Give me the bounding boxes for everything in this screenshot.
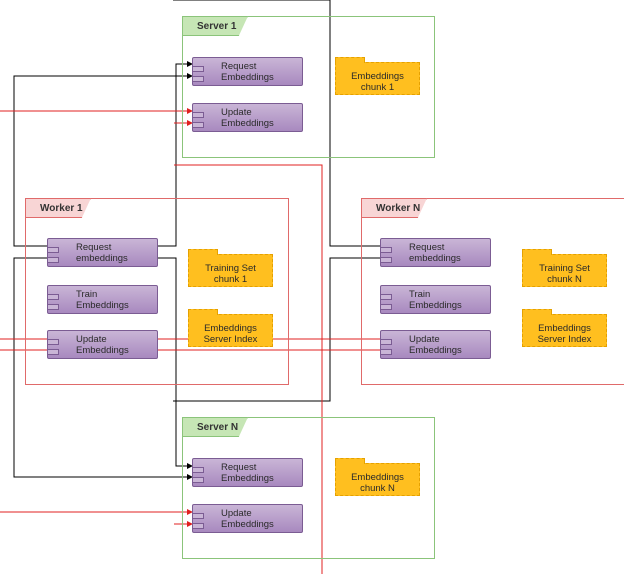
worker-n-frame [361,198,624,385]
worker-1-training-set: Training Set chunk 1 [188,249,273,287]
worker-n-update-embeddings[interactable]: Update Embeddings [380,330,491,359]
server-1-title: Server 1 [182,16,248,36]
component-icon [380,294,396,310]
server-n-title: Server N [182,417,248,437]
worker-n-train-embeddings[interactable]: Train Embeddings [380,285,491,314]
server-n-frame [182,417,435,559]
folder-tab-icon [188,309,218,315]
folder-tab-icon [188,249,218,255]
server-n-update-embeddings[interactable]: Update Embeddings [192,504,303,533]
server-1-frame [182,16,435,158]
server-1-embeddings-chunk: Embeddings chunk 1 [335,57,420,95]
worker-1-server-index: Embeddings Server Index [188,309,273,347]
worker-1-request-embeddings[interactable]: Request embeddings [47,238,158,267]
component-icon [192,467,208,483]
server-n-request-embeddings[interactable]: Request Embeddings [192,458,303,487]
component-icon [192,112,208,128]
component-icon [47,247,63,263]
component-icon [192,513,208,529]
worker-1-frame [25,198,289,385]
folder-tab-icon [522,249,552,255]
server-1-update-embeddings[interactable]: Update Embeddings [192,103,303,132]
request-wires [13,0,380,480]
component-icon [47,339,63,355]
component-icon [380,339,396,355]
folder-tab-icon [335,57,365,63]
worker-n-request-embeddings[interactable]: Request embeddings [380,238,491,267]
worker-1-train-embeddings[interactable]: Train Embeddings [47,285,158,314]
component-icon [47,294,63,310]
server-n-embeddings-chunk: Embeddings chunk N [335,458,420,496]
worker-n-training-set: Training Set chunk N [522,249,607,287]
worker-n-server-index: Embeddings Server Index [522,309,607,347]
worker-1-update-embeddings[interactable]: Update Embeddings [47,330,158,359]
worker-1-title: Worker 1 [25,198,91,218]
component-icon [380,247,396,263]
server-1-request-embeddings[interactable]: Request Embeddings [192,57,303,86]
folder-tab-icon [335,458,365,464]
component-icon [192,66,208,82]
folder-tab-icon [522,309,552,315]
worker-n-title: Worker N [361,198,427,218]
